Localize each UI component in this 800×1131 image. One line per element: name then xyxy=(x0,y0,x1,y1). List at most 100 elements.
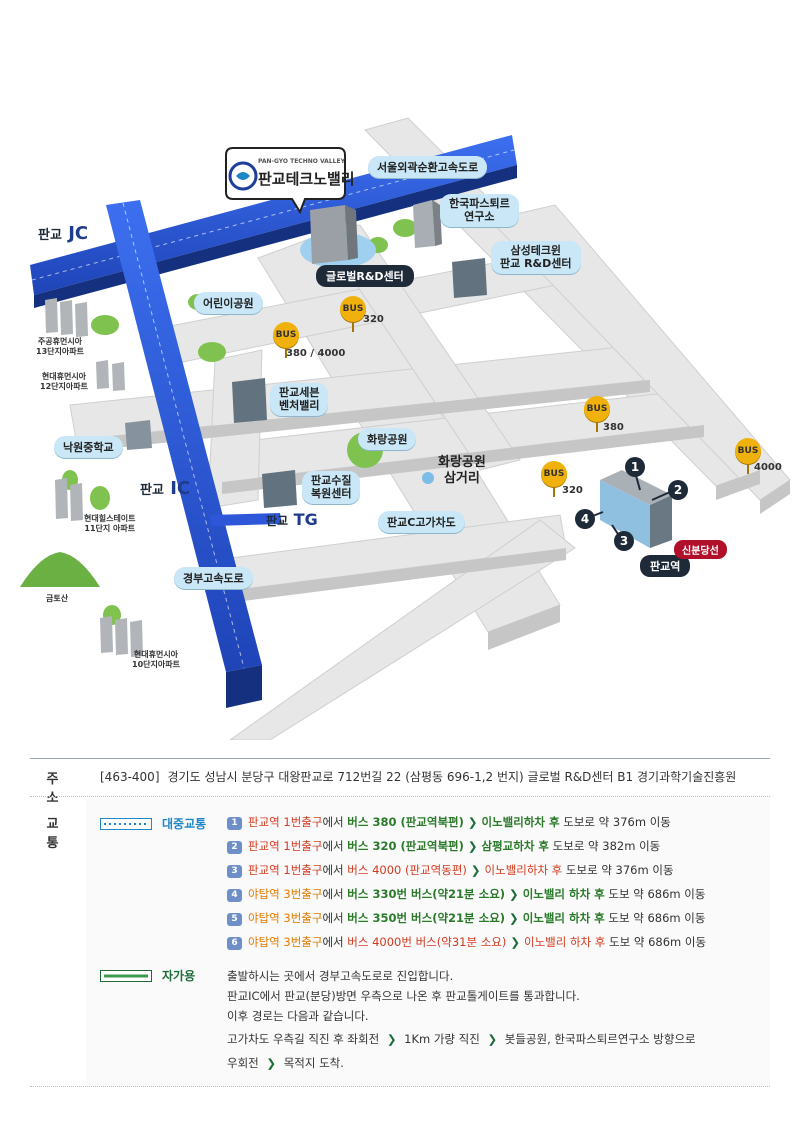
hyundai12-label: 현대휴먼시아 12단지아파트 xyxy=(40,372,88,391)
bus-stop-d-number: 4000 xyxy=(754,462,782,473)
pangyo-c-label: 판교C고가차도 xyxy=(378,511,465,533)
bus-stop-a: BUS 380 / 4000 xyxy=(272,322,345,359)
samsung-line2: 판교 R&D센터 xyxy=(500,256,572,270)
hwarang-cross-marker xyxy=(422,472,434,484)
route-bus: 버스 350번 버스(약21분 소요) xyxy=(347,911,506,925)
pangyo-tg-suffix: TG xyxy=(293,510,318,529)
pasteur-label: 한국파스퇴르 연구소 xyxy=(440,194,519,228)
route-origin: 야탑역 3번출구 xyxy=(248,887,323,901)
map-graphic xyxy=(20,117,791,741)
chevron-right-icon: ❯ xyxy=(509,911,519,925)
nakwon-label: 낙원중학교 xyxy=(54,436,123,458)
route-origin: 판교역 1번출구 xyxy=(248,839,323,853)
chevron-right-icon: ❯ xyxy=(510,935,520,949)
samsung-line1: 삼성테크윈 xyxy=(510,244,562,257)
pangyo-jc-suffix: JC xyxy=(68,223,89,244)
route-bus: 버스 4000번 버스(약31분 소요) xyxy=(347,935,507,949)
seoul-ring-label: 서울외곽순환고속도로 xyxy=(368,156,488,178)
bus-stop-icon: BUS xyxy=(273,322,299,348)
route-stop: 이노밸리하차 후 xyxy=(484,863,563,877)
public-transit-label: 대중교통 xyxy=(162,817,207,831)
bus-stop-d: BUS 4000 xyxy=(734,438,782,474)
logo-subtitle: PAN-GYO TECHNO VALLEY xyxy=(258,158,345,165)
welfare-line1: 판교수질 xyxy=(311,474,352,487)
route-walk: 도보로 약 382m 이동 xyxy=(549,839,661,853)
chevron-right-icon: ❯ xyxy=(386,1032,397,1046)
welfare-line2: 복원센터 xyxy=(311,486,352,500)
pangyo-jc-prefix: 판교 xyxy=(38,228,62,243)
bus-stop-c: BUS 380 xyxy=(583,396,624,433)
route-stop: 이노밸리 하차 후 xyxy=(523,935,606,949)
bus-stop-icon: BUS xyxy=(340,296,366,322)
hyundai12-line2: 12단지아파트 xyxy=(40,381,88,391)
bus-stop-e: BUS 320 xyxy=(540,461,583,497)
hillstate-label: 현대힐스테이트 11단지 아파트 xyxy=(84,514,136,533)
buildings xyxy=(45,200,672,657)
address-text: [463-400]경기도 성남시 분당구 대왕판교로 712번길 22 (삼평동… xyxy=(100,768,736,785)
chevron-right-icon: ❯ xyxy=(509,887,519,901)
route-origin: 판교역 1번출구 xyxy=(248,815,323,829)
route-number-badge: 3 xyxy=(227,865,242,878)
info-top-border xyxy=(30,758,770,759)
chevron-right-icon: ❯ xyxy=(470,863,481,877)
global-rd-label: 글로벌R&D센터 xyxy=(316,265,414,287)
car-path-step-e: 목적지 도착. xyxy=(283,1056,344,1070)
hwarang-park-label: 화랑공원 xyxy=(358,428,417,450)
public-transit-icon xyxy=(100,818,152,830)
route-number-badge: 2 xyxy=(227,841,242,854)
hwarang-cross-label: 화랑공원 삼거리 xyxy=(438,455,486,486)
route-number-badge: 6 xyxy=(227,937,242,950)
bus-stop-c-number: 380 xyxy=(603,422,624,433)
car-path-step-a: 고가차도 우측길 직진 후 좌회전 xyxy=(227,1032,380,1046)
chevron-right-icon: ❯ xyxy=(266,1056,277,1070)
location-map: PAN-GYO TECHNO VALLEY 판교테크노밸리 서울외곽순환고속도로… xyxy=(20,117,791,741)
logo-callout xyxy=(225,147,346,215)
route-walk: 도보 약 686m 이동 xyxy=(604,887,706,901)
exit-3-marker: 3 xyxy=(614,531,634,551)
traffic-panel xyxy=(86,798,770,1086)
shinbundang-label: 신분당선 xyxy=(674,540,727,559)
bus-stop-b-number: 320 xyxy=(363,314,384,325)
route-bus: 버스 330번 버스(약21분 소요) xyxy=(347,887,506,901)
route-bus: 버스 320 (판교역북편) xyxy=(347,839,464,853)
pangyo-tg-ramp xyxy=(210,513,282,526)
route-connector: 에서 xyxy=(322,935,348,949)
pangyo-ic-label: 판교 IC xyxy=(140,478,190,499)
car-path-step-d: 우회전 xyxy=(227,1056,259,1070)
hillstate-line2: 11단지 아파트 xyxy=(84,523,136,533)
jugong-line1: 주공휴먼시아 xyxy=(37,337,83,346)
venture-line1: 판교세븐 xyxy=(279,386,320,399)
mountain xyxy=(20,552,100,587)
welfare-label: 판교수질 복원센터 xyxy=(302,471,361,505)
route-stop: 삼평교하차 후 xyxy=(481,839,549,853)
bus-stop-icon: BUS xyxy=(584,396,610,422)
exit-2-marker: 2 xyxy=(668,480,688,500)
route-connector: 에서 xyxy=(322,863,348,877)
route-connector: 에서 xyxy=(322,911,348,925)
car-route-icon xyxy=(100,970,152,982)
address-heading: 주 소 xyxy=(46,772,69,806)
route-walk: 도보 약 686m 이동 xyxy=(605,935,707,949)
route-stop: 이노밸리 하차 후 xyxy=(522,911,605,925)
info-bottom-border xyxy=(30,1086,770,1087)
gyeongbu-label: 경부고속도로 xyxy=(174,567,253,589)
hyundai12-line1: 현대휴먼시아 xyxy=(41,372,87,381)
pasteur-line2: 연구소 xyxy=(464,209,495,223)
childrens-park-label: 어린이공원 xyxy=(194,292,263,314)
route-origin: 야탑역 3번출구 xyxy=(248,911,323,925)
route-walk: 도보 약 686m 이동 xyxy=(604,911,706,925)
venture-line2: 벤처밸리 xyxy=(279,398,320,412)
pangyo-ic-prefix: 판교 xyxy=(140,483,164,498)
route-walk: 도보로 약 376m 이동 xyxy=(559,815,671,829)
route-bus: 버스 4000 (판교역동편) xyxy=(347,863,467,877)
jugong-label: 주공휴먼시아 13단지아파트 xyxy=(36,337,84,356)
logo-title: 판교테크노밸리 xyxy=(258,170,355,188)
car-line-1: 출발하시는 곳에서 경부고속도로로 진입합니다. xyxy=(227,969,454,983)
car-path-step-b: 1Km 가량 직진 xyxy=(404,1032,480,1046)
route-origin: 야탑역 3번출구 xyxy=(248,935,323,949)
route-stop: 이노밸리하차 후 xyxy=(481,815,560,829)
chevron-right-icon: ❯ xyxy=(467,815,478,829)
